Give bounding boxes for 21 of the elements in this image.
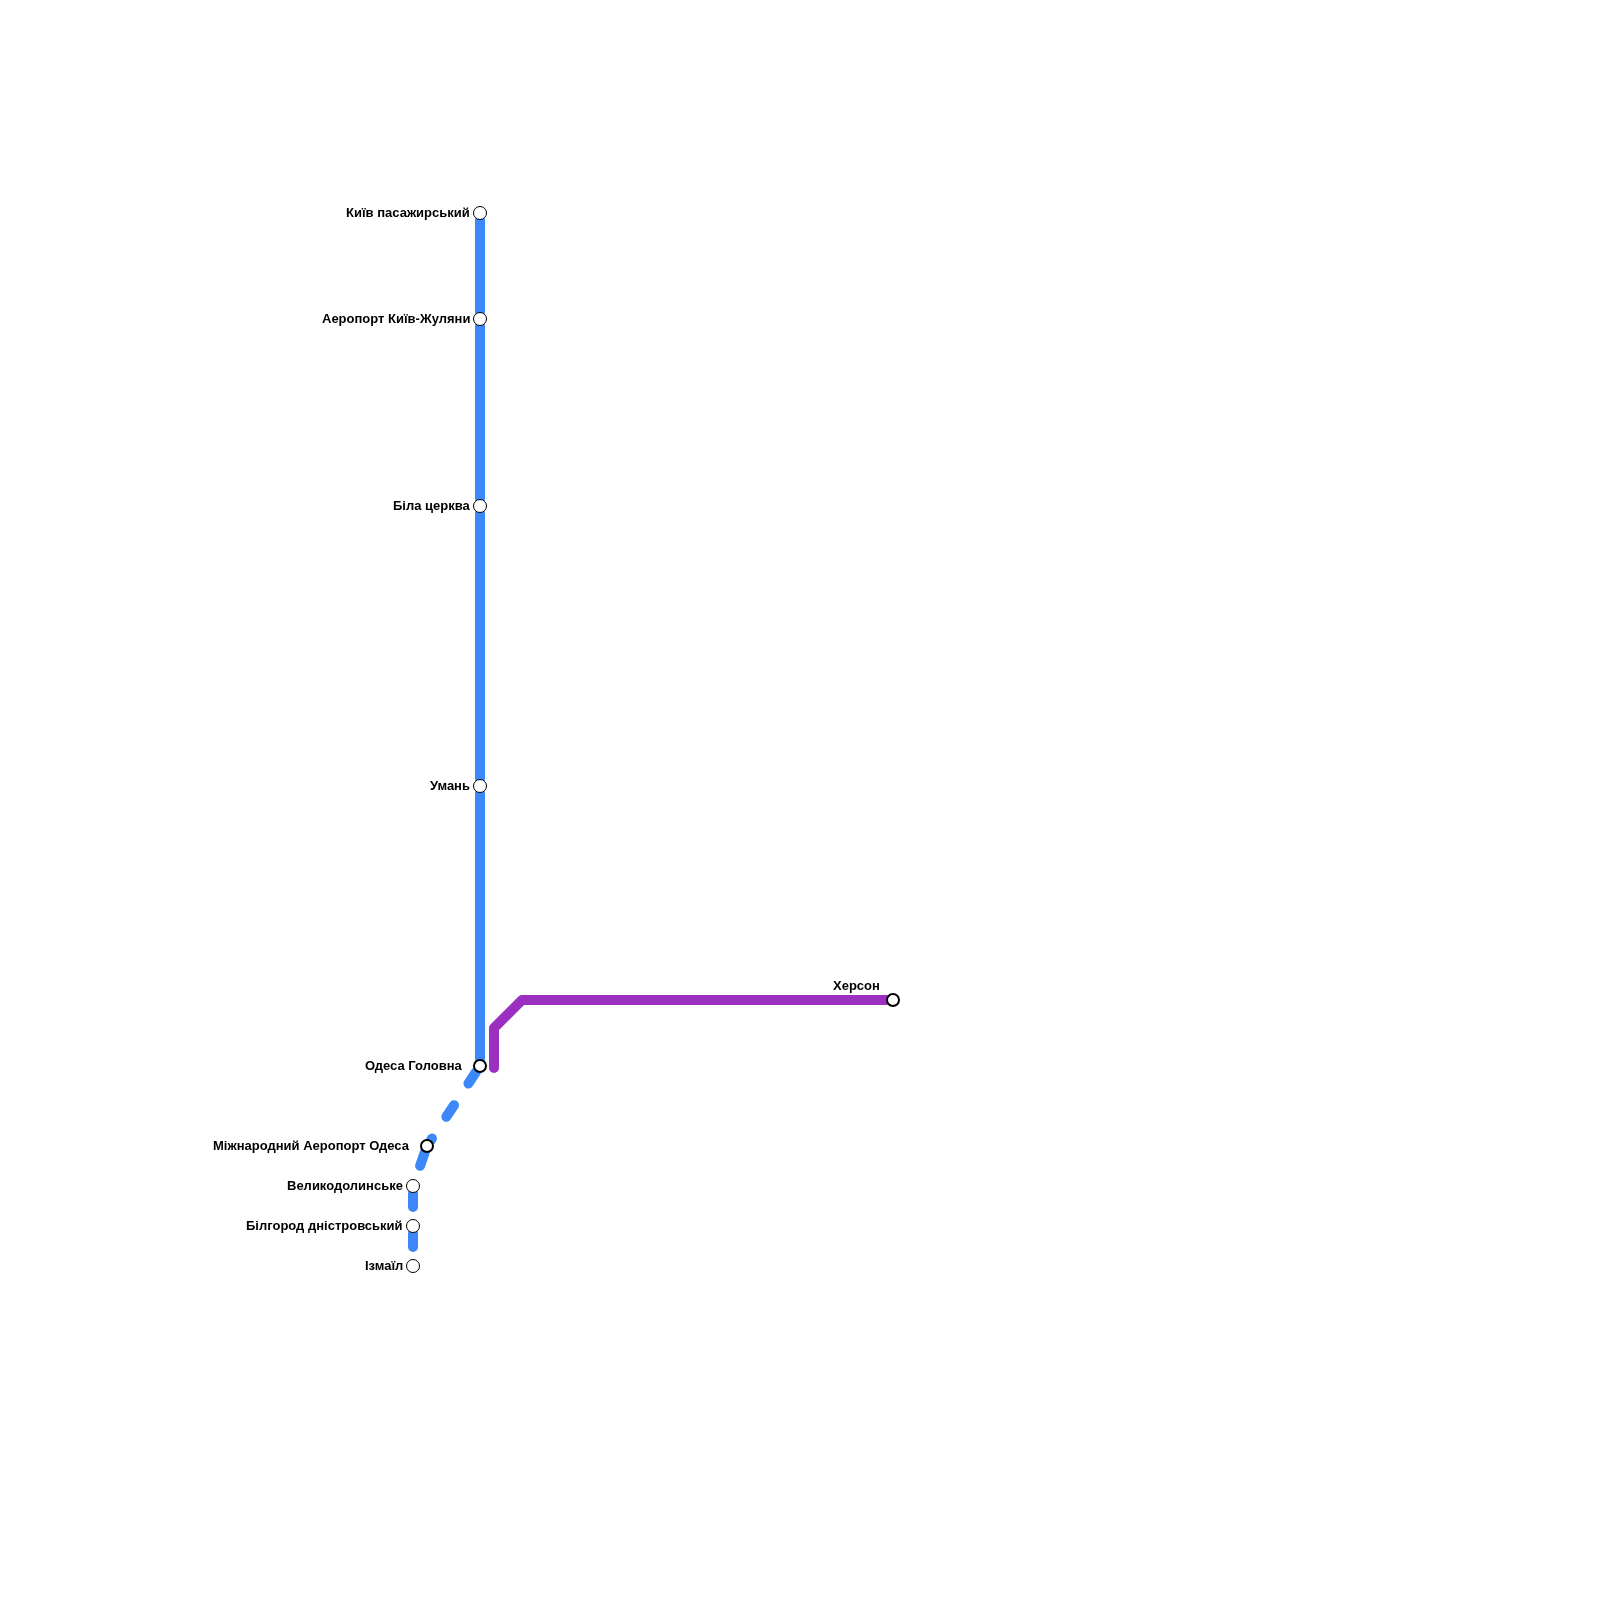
station-name: Одеса Головна	[365, 1058, 462, 1073]
station-marker	[473, 206, 487, 220]
station-marker	[406, 1179, 420, 1193]
route-line	[425, 1066, 482, 1146]
station-name: Аеропорт Київ-Жуляни	[322, 311, 471, 326]
station-marker	[473, 779, 487, 793]
station-name: Умань	[430, 778, 470, 793]
station-marker	[406, 1259, 420, 1273]
station-marker	[473, 1059, 487, 1073]
station-marker	[886, 993, 900, 1007]
station-name: Великодолинське	[287, 1178, 403, 1193]
station-name: Ізмаїл	[365, 1258, 404, 1273]
station-name: Міжнародний Аеропорт Одеса	[213, 1138, 409, 1153]
station-name: Біла церква	[393, 498, 470, 513]
station-name: Білгород дністровський	[246, 1218, 403, 1233]
station-marker	[473, 312, 487, 326]
station-marker	[420, 1139, 434, 1153]
station-name: Київ пасажирський	[346, 205, 470, 220]
station-marker	[473, 499, 487, 513]
station-name: Херсон	[833, 978, 880, 993]
station-marker	[406, 1219, 420, 1233]
